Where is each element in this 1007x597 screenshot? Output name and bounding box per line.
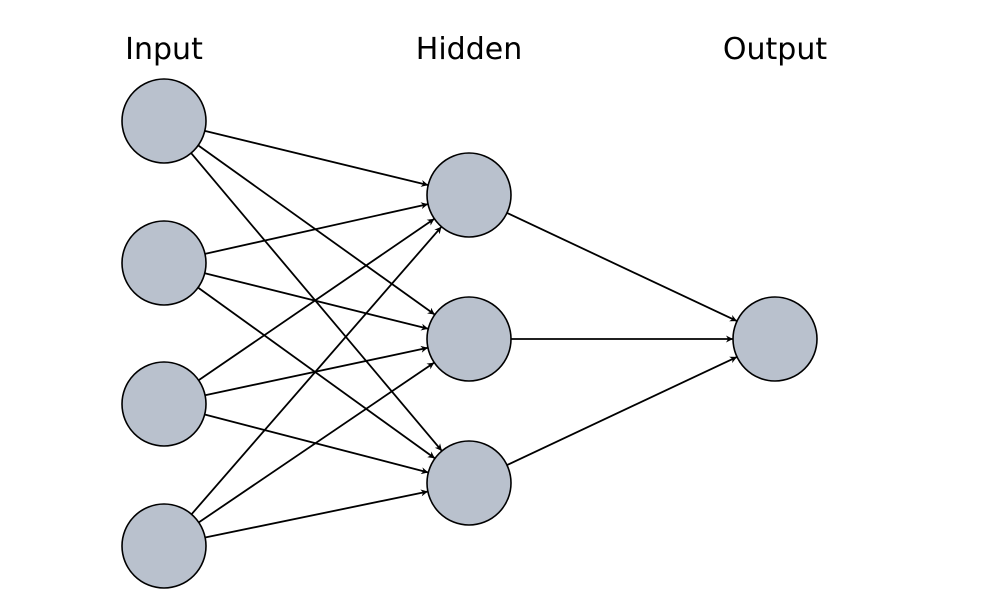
edge-input-4-to-hidden-1 [190, 226, 443, 515]
input-node-2 [121, 220, 207, 306]
edge-hidden-3-to-output-1 [506, 356, 738, 466]
neurons [121, 78, 818, 589]
edge-input-1-to-hidden-3 [190, 152, 443, 452]
edge-input-4-to-hidden-2 [198, 361, 435, 524]
input-node-1 [121, 78, 207, 164]
edge-hidden-1-to-output-1 [506, 212, 738, 322]
input-layer-label: Input [125, 32, 203, 67]
edge-input-2-to-hidden-2 [204, 272, 429, 331]
edge-input-1-to-hidden-2 [197, 144, 436, 316]
edge-input-4-to-hidden-3 [204, 489, 429, 539]
edge-input-2-to-hidden-1 [204, 202, 429, 255]
input-node-3 [121, 361, 207, 447]
input-node-4 [121, 503, 207, 589]
hidden-node-2 [426, 296, 512, 382]
hidden-node-1 [426, 152, 512, 238]
output-layer-label: Output [723, 32, 827, 67]
output-node-1 [732, 296, 818, 382]
hidden-layer-label: Hidden [416, 32, 522, 67]
hidden-node-3 [426, 440, 512, 526]
edge-input-3-to-hidden-1 [198, 217, 435, 382]
connections [190, 130, 738, 539]
edge-input-1-to-hidden-1 [204, 130, 429, 187]
edge-input-2-to-hidden-3 [197, 286, 436, 460]
